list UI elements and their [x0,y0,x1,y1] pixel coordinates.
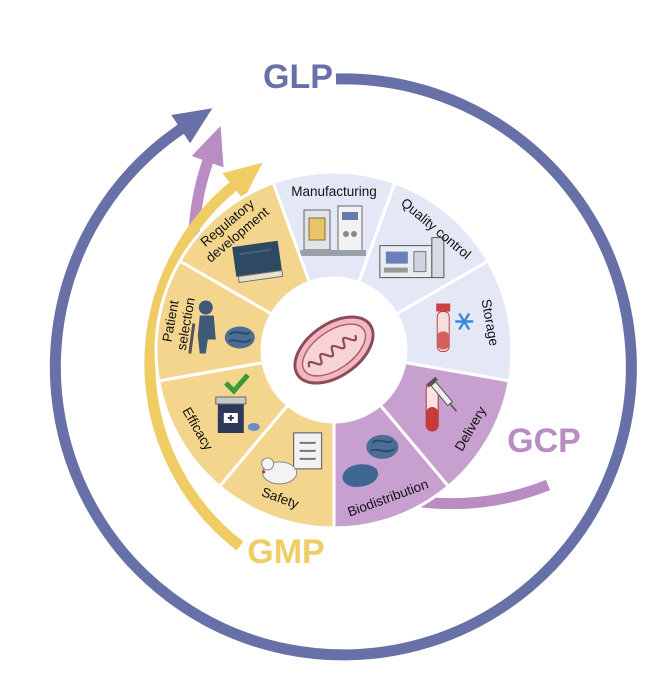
segment-label: Manufacturing [291,184,377,199]
book-icon [232,240,284,284]
mitochondrion-icon [293,315,375,385]
medicine-bottle-check-icon [215,373,260,433]
glp-arc [49,73,637,661]
blood-tube-syringe-icon [425,376,458,432]
segment-patient-selection: Patientselection [154,258,274,383]
gcp-label: GCP [507,422,581,460]
analyzer-machine-icon [379,237,445,279]
mouse-clipboard-icon [261,432,323,485]
glp-label: GLP [263,58,333,96]
segment-efficacy: Efficacy [156,360,290,489]
patient-brain-icon [188,300,255,354]
sample-tube-snowflake-icon [436,303,474,353]
organs-brain-liver-icon [342,434,399,487]
gmp-arc [144,162,263,551]
bioreactor-icon [300,205,366,256]
gmp-label: GMP [247,533,324,571]
segment-delivery: Delivery [378,360,512,489]
